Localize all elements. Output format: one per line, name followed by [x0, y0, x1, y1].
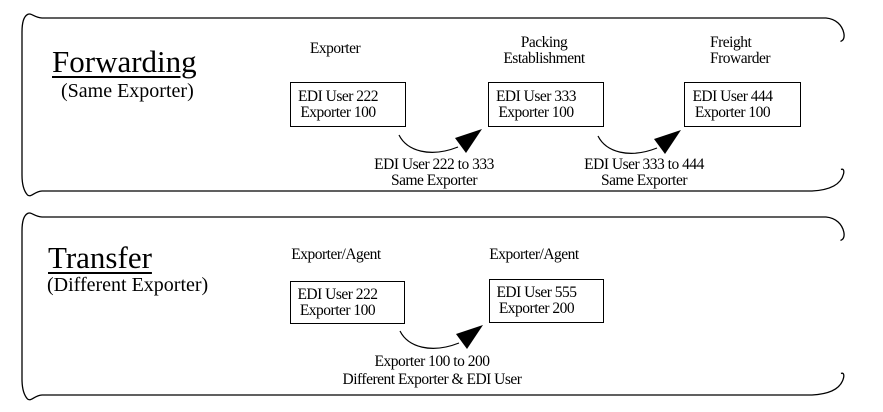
transfer-subtitle: (Different Exporter) — [47, 274, 209, 296]
label-exporter-agent-2: Exporter/Agent — [489, 246, 579, 263]
transfer-panel-outline — [21, 212, 845, 401]
caption-222-to-333: EDI User 222 to 333 Same Exporter — [374, 156, 494, 189]
edi-box-333: EDI User 333 Exporter 100 — [488, 82, 604, 127]
edi-box-444: EDI User 444 Exporter 100 — [684, 82, 801, 127]
label-exporter-agent-1: Exporter/Agent — [291, 246, 381, 263]
transfer-title: Transfer — [48, 240, 152, 275]
forwarding-panel-outline — [21, 13, 845, 197]
label-packing-establishment: Packing Establishment — [503, 34, 585, 67]
arrow-100-to-200-icon — [399, 325, 483, 349]
forwarding-title: Forwarding — [52, 44, 197, 79]
arrow-333-to-444-icon — [597, 130, 681, 154]
arrow-222-to-333-icon — [398, 129, 482, 153]
caption-100-to-200: Exporter 100 to 200 Different Exporter &… — [342, 353, 522, 388]
edi-box-222-forwarding: EDI User 222 Exporter 100 — [290, 82, 406, 127]
edi-box-555: EDI User 555 Exporter 200 — [489, 279, 604, 323]
label-freight-forwarder: Freight Frowarder — [710, 34, 771, 67]
forwarding-subtitle: (Same Exporter) — [61, 80, 194, 102]
label-exporter: Exporter — [309, 40, 361, 57]
edi-box-222-transfer: EDI User 222 Exporter 100 — [290, 281, 405, 324]
caption-333-to-444: EDI User 333 to 444 Same Exporter — [584, 156, 704, 189]
